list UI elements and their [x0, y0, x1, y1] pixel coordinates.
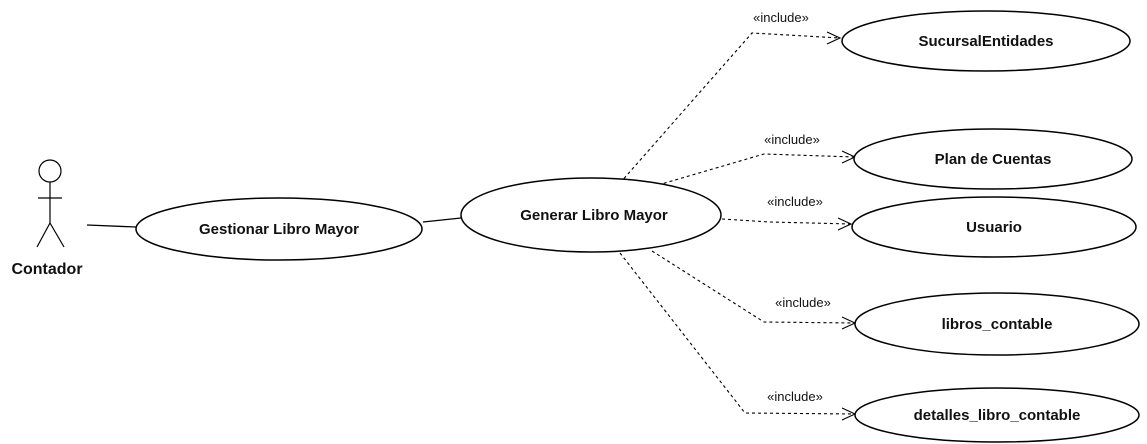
use-case-ellipse — [851, 196, 1137, 258]
association-actor-gestionar — [86, 224, 137, 228]
use-case-gestionar-libro-mayor[interactable]: Gestionar Libro Mayor — [135, 197, 423, 261]
include-label: «include» — [767, 194, 823, 209]
include-label: «include» — [753, 10, 809, 25]
use-case-label: Usuario — [966, 219, 1022, 236]
include-label: «include» — [775, 295, 831, 310]
include-dependency-sucursal: «include» — [619, 10, 842, 184]
arrowhead — [837, 217, 853, 231]
use-case-detalles-libro-contable[interactable]: detalles_libro_contable — [854, 387, 1140, 443]
include-label: «include» — [764, 132, 820, 147]
use-case-ellipse — [854, 292, 1140, 356]
association-gestionar-generar — [422, 217, 462, 223]
use-case-label: Gestionar Libro Mayor — [199, 221, 359, 238]
include-dependency-libros-contable: «include» — [651, 250, 857, 330]
include-dependency-usuario: «include» — [721, 194, 853, 231]
actor-left-leg — [36, 222, 51, 248]
arrowhead — [826, 31, 842, 45]
include-line — [657, 153, 856, 186]
use-case-ellipse — [841, 10, 1131, 72]
use-case-label: SucursalEntidades — [918, 33, 1053, 50]
use-case-label: Generar Libro Mayor — [520, 207, 668, 224]
use-case-ellipse — [460, 177, 722, 253]
use-case-ellipse — [135, 197, 423, 261]
actor-head — [38, 159, 62, 183]
include-line — [651, 250, 856, 324]
use-case-generar-libro-mayor[interactable]: Generar Libro Mayor — [460, 177, 722, 253]
actor-label: Contador — [11, 261, 82, 278]
use-case-label: Plan de Cuentas — [935, 151, 1052, 168]
include-line — [619, 252, 856, 415]
include-line — [619, 32, 841, 184]
use-case-label: libros_contable — [942, 316, 1053, 333]
use-case-usuario[interactable]: Usuario — [851, 196, 1137, 258]
include-label: «include» — [767, 389, 823, 404]
use-case-plan-de-cuentas[interactable]: Plan de Cuentas — [853, 128, 1133, 190]
actor-right-leg — [49, 222, 65, 248]
include-dependency-plan-cuentas: «include» — [657, 132, 857, 186]
actor-contador[interactable]: Contador — [11, 159, 83, 278]
use-case-libros-contable[interactable]: libros_contable — [854, 292, 1140, 356]
use-case-ellipse — [853, 128, 1133, 190]
use-case-ellipse — [854, 387, 1140, 443]
include-line — [721, 218, 852, 225]
use-case-sucursal-entidades[interactable]: SucursalEntidades — [841, 10, 1131, 72]
include-dependency-detalles-libro: «include» — [619, 252, 857, 421]
use-case-label: detalles_libro_contable — [914, 407, 1081, 424]
